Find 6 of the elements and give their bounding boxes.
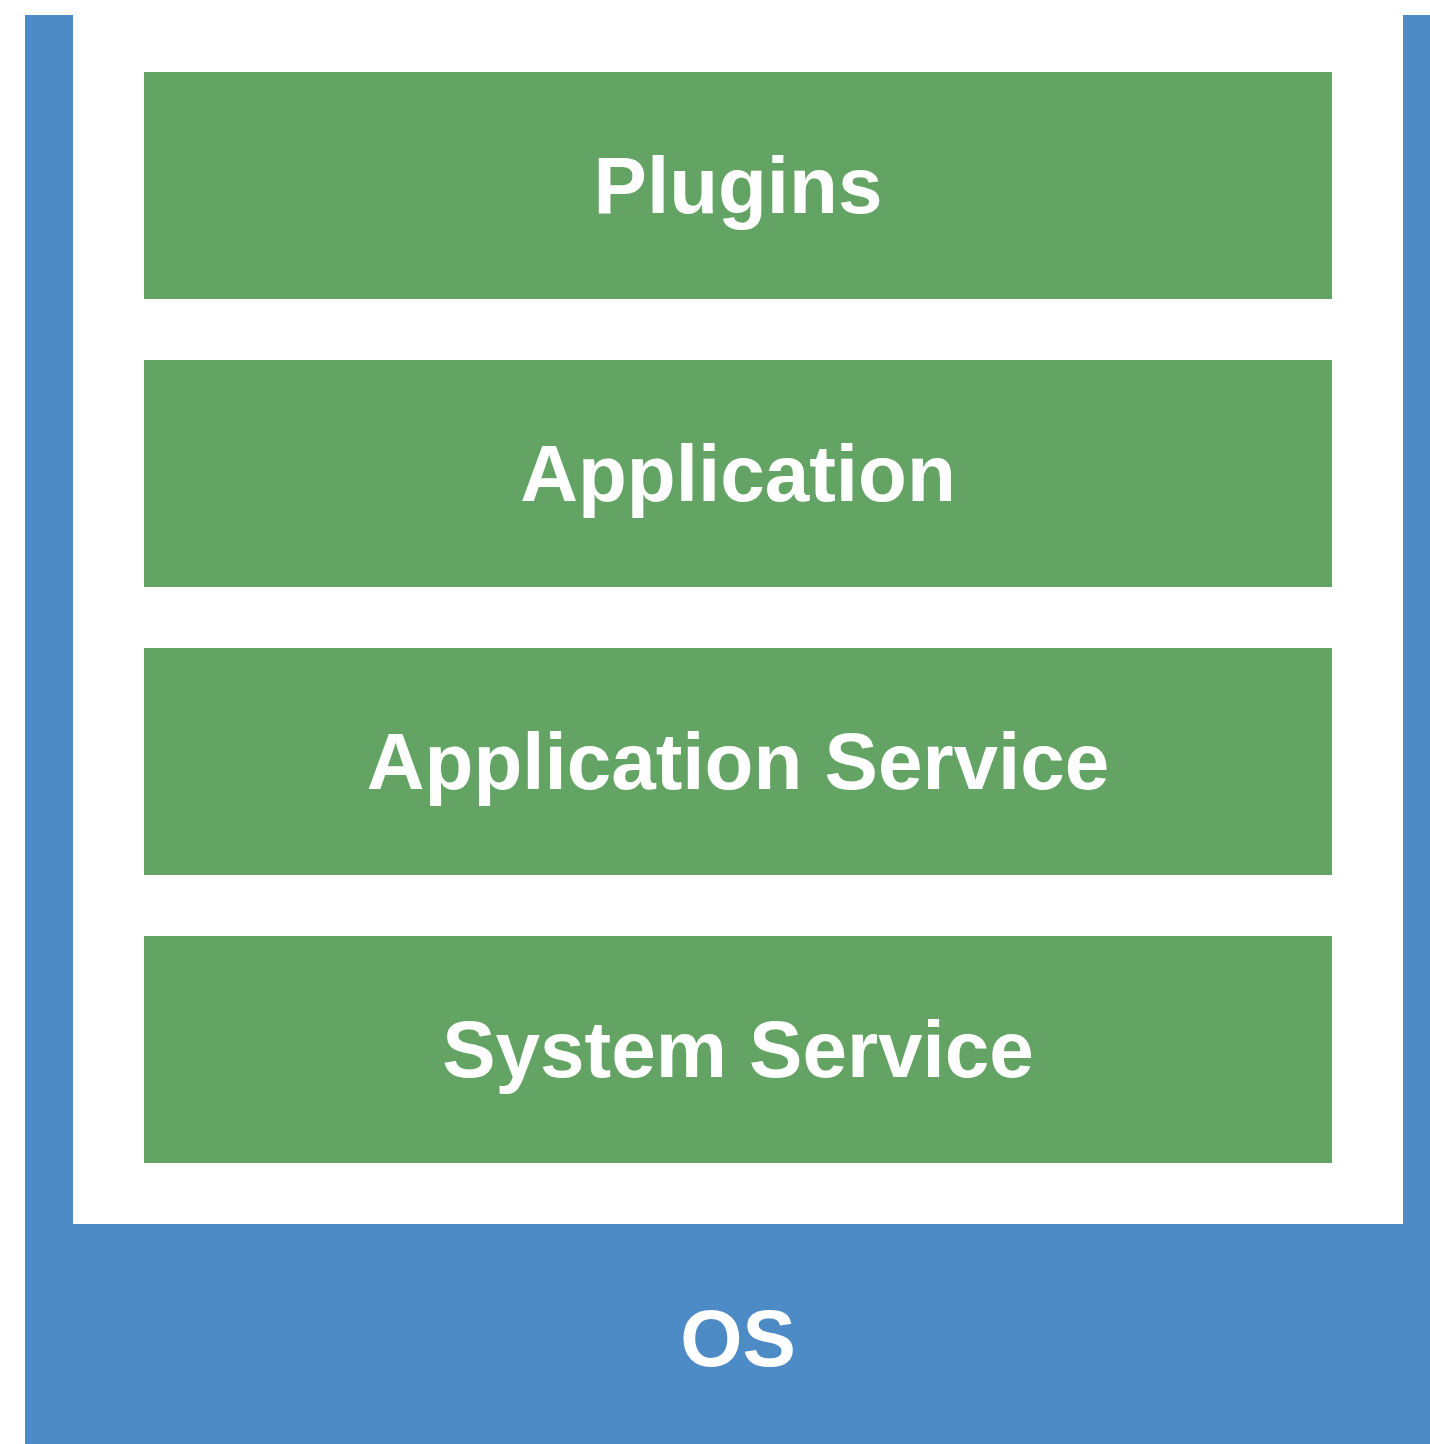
layer-box: Application — [144, 360, 1332, 587]
layer-box: Plugins — [144, 72, 1332, 299]
os-layer — [25, 15, 1430, 1444]
layer-label: OS — [679, 1294, 797, 1384]
layer-box: System Service — [144, 936, 1332, 1163]
layer-box: Application Service — [144, 648, 1332, 875]
